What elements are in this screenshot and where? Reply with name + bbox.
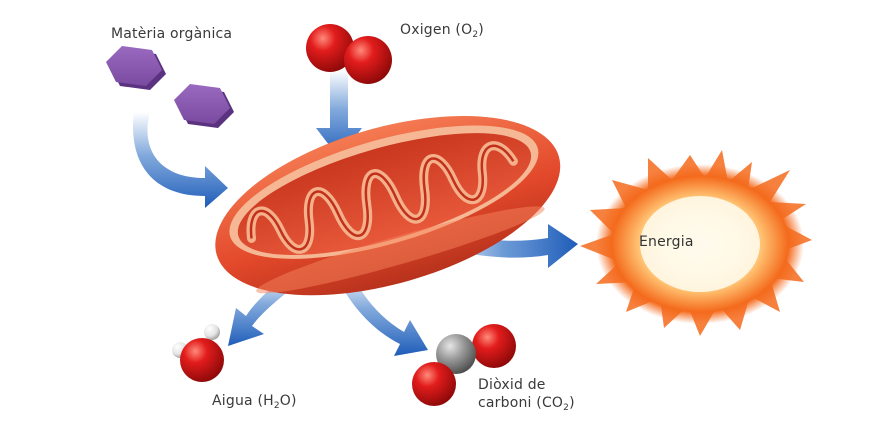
arrow-co2-out xyxy=(338,270,428,356)
oxygen-molecule-icon xyxy=(306,24,392,84)
energy-label: Energia xyxy=(639,234,694,250)
water-label-close: O) xyxy=(279,393,297,409)
co2-label-close: ) xyxy=(569,395,575,411)
co2-label-line1: Diòxid de xyxy=(478,377,546,393)
water-label: Aigua (H2O) xyxy=(212,393,297,411)
oxygen-label-subscript: 2 xyxy=(472,30,479,40)
co2-molecule-icon xyxy=(412,324,516,406)
mitochondrion-icon xyxy=(215,116,561,296)
arrow-organic-in xyxy=(133,112,228,208)
organic-matter-label: Matèria orgànica xyxy=(111,26,233,42)
water-label-text: Aigua (H xyxy=(212,393,274,409)
co2-label-line2: carboni (CO xyxy=(478,395,564,411)
co2-label: Diòxid de carboni (CO2) xyxy=(478,376,588,413)
hexagon-molecule-icon xyxy=(106,46,234,128)
co2-label-subscript: 2 xyxy=(563,403,570,413)
water-molecule-icon xyxy=(172,324,224,382)
arrow-energy-out xyxy=(428,224,578,268)
oxygen-label: Oxigen (O2) xyxy=(400,22,484,40)
energy-burst-icon xyxy=(580,150,812,336)
oxygen-label-close: ) xyxy=(478,22,484,38)
water-label-subscript: 2 xyxy=(273,401,280,411)
oxygen-label-text: Oxigen (O xyxy=(400,22,473,38)
